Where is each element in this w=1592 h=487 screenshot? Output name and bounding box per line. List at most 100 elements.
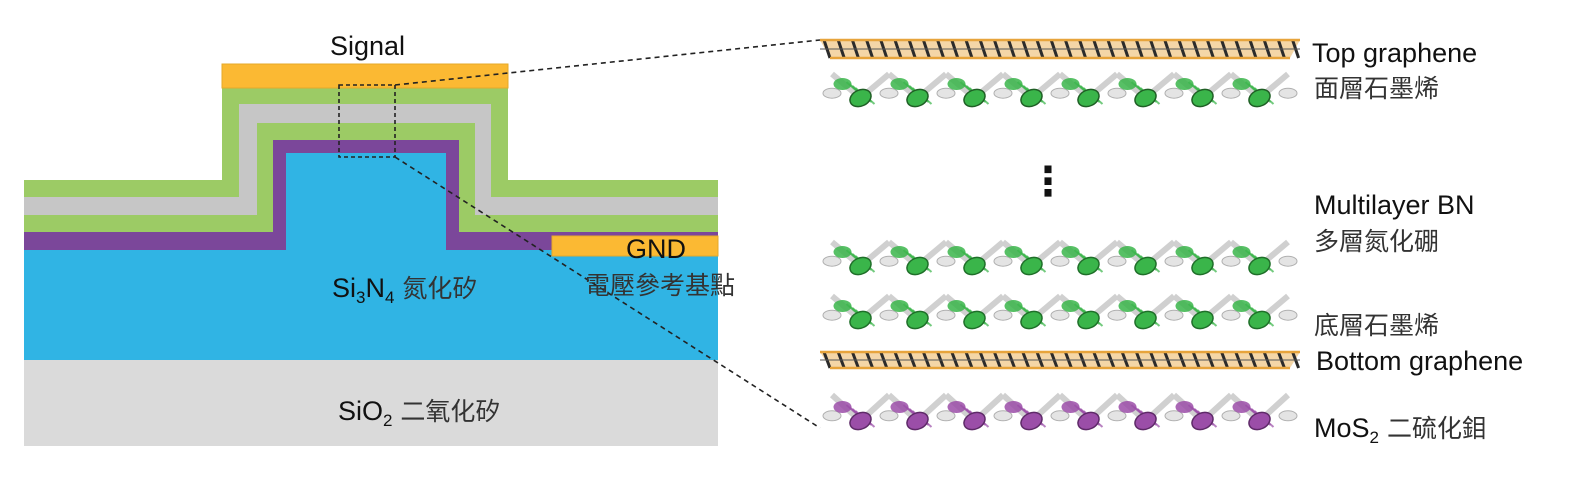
- mos2-crystal: [822, 392, 1298, 431]
- stack-labels: Top graphene 面層石墨烯 Multilayer BN 多層氮化硼 底…: [1312, 38, 1523, 447]
- crystal-atom-light: [1107, 309, 1127, 321]
- crystal-atom-light: [879, 87, 899, 99]
- crystal-atom: [1020, 411, 1043, 431]
- crystal-atom-back: [947, 401, 966, 413]
- crystal-atom-back: [1118, 78, 1137, 90]
- green-layer-outer: [24, 88, 718, 197]
- crystal-atom-back: [833, 300, 852, 312]
- crystal-atom: [849, 88, 872, 108]
- crystal-atom: [963, 411, 986, 431]
- zoom-box: [338, 84, 396, 158]
- gnd-label: GND: [626, 234, 686, 264]
- crystal-atom: [1077, 411, 1100, 431]
- crystal-atom-back: [1118, 401, 1137, 413]
- si3n4-label: Si3N4 氮化矽: [332, 273, 477, 307]
- crystal-atom-light: [822, 255, 842, 267]
- crystal-atom: [1077, 88, 1100, 108]
- crystal-atom-back: [890, 78, 909, 90]
- waveguide-ridge: [286, 153, 446, 250]
- crystal-atom: [906, 88, 929, 108]
- crystal-atom-light: [1107, 410, 1127, 422]
- crystal-atom-light: [936, 410, 956, 422]
- sio2-substrate: [24, 360, 718, 446]
- crystal-atom-light: [1278, 255, 1298, 267]
- crystal-atom: [1248, 256, 1271, 276]
- crystal-atom-light: [1050, 410, 1070, 422]
- crystal-atom-back: [1175, 300, 1194, 312]
- crystal-atom: [963, 88, 986, 108]
- heterostructure-stack: ⋮: [820, 38, 1301, 431]
- ellipsis-dots: ⋮: [1028, 160, 1068, 204]
- crystal-atom-light: [1164, 255, 1184, 267]
- si3n4-slab: [24, 250, 718, 360]
- crystal-atom-light: [993, 309, 1013, 321]
- crystal-atom-back: [1118, 300, 1137, 312]
- crystal-atom: [1191, 411, 1214, 431]
- crystal-atom-light: [1164, 410, 1184, 422]
- crystal-atom-light: [1278, 309, 1298, 321]
- crystal-atom-back: [1232, 78, 1251, 90]
- crystal-atom: [849, 310, 872, 330]
- crystal-atom: [1248, 310, 1271, 330]
- crystal-atom-light: [936, 309, 956, 321]
- crystal-atom-light: [1278, 410, 1298, 422]
- crystal-atom-light: [822, 309, 842, 321]
- crystal-atom-back: [890, 401, 909, 413]
- crystal-atom-light: [1278, 87, 1298, 99]
- gnd-sublabel: 電壓參考基點: [585, 271, 735, 300]
- crystal-atom-back: [947, 78, 966, 90]
- crystal-atom-back: [1004, 401, 1023, 413]
- crystal-atom-back: [1061, 78, 1080, 90]
- crystal-atom-back: [1118, 246, 1137, 258]
- crystal-atom-light: [1107, 87, 1127, 99]
- crystal-atom-light: [879, 309, 899, 321]
- crystal-atom-back: [1175, 401, 1194, 413]
- crystal-atom-light: [1221, 309, 1241, 321]
- device-cross-section: Signal GND 電壓參考基點 Si3N4 氮化矽 SiO2 二氧化矽: [24, 31, 821, 446]
- bottom-graphene-label: Bottom graphene: [1316, 346, 1523, 376]
- crystal-atom: [906, 411, 929, 431]
- crystal-atom-light: [879, 255, 899, 267]
- crystal-atom: [963, 256, 986, 276]
- mos2-label: MoS2 二硫化鉬: [1314, 413, 1487, 447]
- crystal-atom: [1020, 310, 1043, 330]
- crystal-atom-back: [1061, 401, 1080, 413]
- crystal-atom: [963, 310, 986, 330]
- crystal-atom-light: [993, 87, 1013, 99]
- crystal-atom: [906, 256, 929, 276]
- crystal-atom-light: [1050, 255, 1070, 267]
- crystal-atom-light: [993, 410, 1013, 422]
- multilayer-bn-label: Multilayer BN: [1314, 190, 1475, 220]
- crystal-atom: [1248, 88, 1271, 108]
- bottom-graphene-cn-label: 底層石墨烯: [1314, 311, 1439, 340]
- crystal-atom: [1191, 88, 1214, 108]
- crystal-atom-back: [1232, 401, 1251, 413]
- crystal-atom: [906, 310, 929, 330]
- crystal-atom-light: [822, 410, 842, 422]
- multilayer-bn-cn-label: 多層氮化硼: [1314, 227, 1439, 256]
- crystal-atom-light: [1164, 87, 1184, 99]
- crystal-atom: [1077, 310, 1100, 330]
- crystal-atom: [849, 411, 872, 431]
- crystal-atom-light: [936, 255, 956, 267]
- crystal-atom: [1134, 310, 1157, 330]
- crystal-atom-back: [947, 246, 966, 258]
- crystal-atom-light: [1221, 255, 1241, 267]
- crystal-atom: [1020, 256, 1043, 276]
- crystal-atom: [1134, 256, 1157, 276]
- crystal-atom-light: [936, 87, 956, 99]
- crystal-atom-light: [1221, 87, 1241, 99]
- signal-label: Signal: [330, 31, 405, 61]
- top-graphene-cn-label: 面層石墨烯: [1314, 74, 1439, 103]
- sio2-label: SiO2 二氧化矽: [338, 396, 500, 430]
- crystal-atom-light: [1221, 410, 1241, 422]
- crystal-atom: [1134, 88, 1157, 108]
- crystal-atom: [849, 256, 872, 276]
- top-graphene-layer: [820, 38, 1301, 60]
- crystal-atom-back: [890, 246, 909, 258]
- green-layer-inner: [24, 123, 718, 232]
- crystal-atom-back: [833, 246, 852, 258]
- crystal-atom-light: [822, 87, 842, 99]
- crystal-atom-back: [833, 401, 852, 413]
